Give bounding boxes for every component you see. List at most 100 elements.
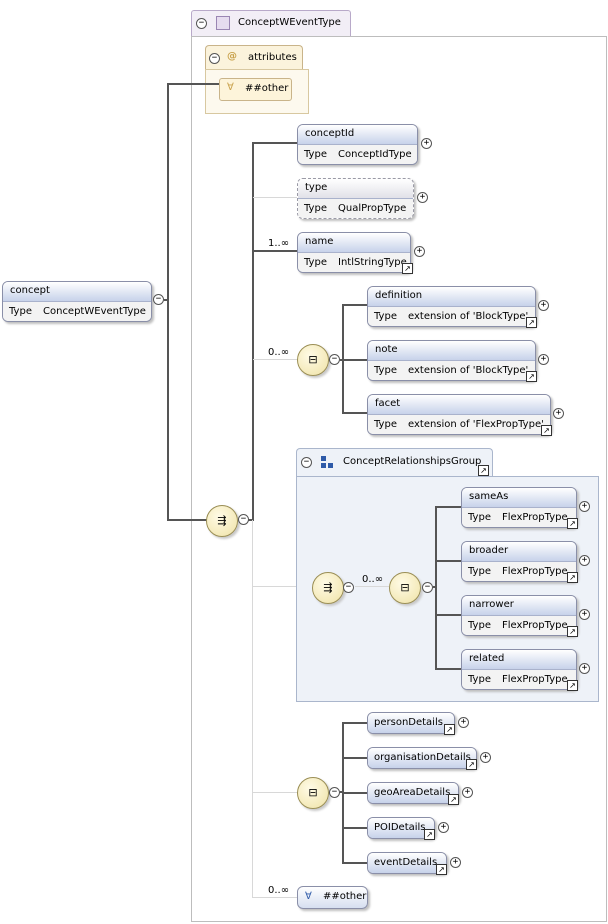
- element-name: facet: [368, 395, 550, 415]
- connector: [164, 299, 168, 301]
- type-value: extension of 'FlexPropType': [408, 419, 544, 430]
- sequence-icon[interactable]: ⇶: [206, 505, 238, 537]
- element-name: geoAreaDetails: [368, 783, 458, 803]
- reference-arrow-icon[interactable]: ↗: [424, 829, 435, 840]
- expand-icon[interactable]: +: [538, 354, 549, 365]
- reference-arrow-icon[interactable]: ↗: [567, 626, 578, 637]
- connector: [342, 792, 368, 794]
- reference-arrow-icon[interactable]: ↗: [567, 518, 578, 529]
- element-name: POIDetails: [368, 818, 434, 838]
- connector: [342, 412, 368, 414]
- connector: [342, 827, 368, 829]
- collapse-icon[interactable]: −: [422, 582, 433, 593]
- expand-icon[interactable]: +: [480, 752, 491, 763]
- type-label: Type: [468, 674, 491, 685]
- details-element-2[interactable]: geoAreaDetails: [367, 782, 459, 804]
- reference-arrow-icon[interactable]: ↗: [541, 425, 552, 436]
- element-name: note: [368, 341, 535, 361]
- details-element-1[interactable]: organisationDetails: [367, 747, 477, 769]
- collapse-icon[interactable]: −: [153, 294, 164, 305]
- element-name: name: [298, 233, 410, 253]
- type-value: FlexPropType: [502, 620, 568, 631]
- complex-type-tab[interactable]: − ConceptWEventType: [191, 10, 351, 36]
- type-value: extension of 'BlockType': [408, 311, 529, 322]
- any-attribute[interactable]: ∀ ##other: [219, 78, 292, 101]
- any-element[interactable]: ∀ ##other: [297, 886, 368, 909]
- expand-icon[interactable]: +: [579, 663, 590, 674]
- element-name: sameAs: [462, 488, 576, 508]
- type-value: FlexPropType: [502, 674, 568, 685]
- group-header[interactable]: − ConceptRelationshipsGroup ↗: [296, 448, 493, 477]
- element-name: concept: [3, 282, 151, 302]
- connector: [253, 359, 298, 360]
- details-element-4[interactable]: eventDetails: [367, 852, 447, 874]
- expand-icon[interactable]: +: [417, 192, 428, 203]
- collapse-icon[interactable]: −: [196, 18, 207, 29]
- expand-icon[interactable]: +: [438, 822, 449, 833]
- connector: [435, 668, 462, 670]
- type-label: Type: [468, 512, 491, 523]
- choice-icon[interactable]: ⊟: [389, 572, 421, 604]
- connector: [252, 250, 298, 252]
- collapse-icon[interactable]: −: [329, 787, 340, 798]
- reference-arrow-icon[interactable]: ↗: [402, 263, 413, 274]
- details-element-0[interactable]: personDetails: [367, 712, 455, 734]
- expand-icon[interactable]: +: [414, 246, 425, 257]
- collapse-icon[interactable]: −: [329, 354, 340, 365]
- complex-type-icon: [216, 16, 230, 30]
- reference-arrow-icon[interactable]: ↗: [526, 371, 537, 382]
- type-value: ConceptWEventType: [43, 306, 146, 317]
- choice-icon[interactable]: ⊟: [297, 344, 329, 376]
- reference-arrow-icon[interactable]: ↗: [526, 317, 537, 328]
- type-label: Type: [468, 620, 491, 631]
- reference-arrow-icon[interactable]: ↗: [567, 572, 578, 583]
- sequence-icon[interactable]: ⇶: [312, 572, 344, 604]
- connector: [248, 519, 254, 521]
- expand-icon[interactable]: +: [579, 609, 590, 620]
- collapse-icon[interactable]: −: [209, 53, 220, 64]
- connector: [435, 560, 462, 562]
- reference-arrow-icon[interactable]: ↗: [478, 465, 489, 476]
- connector: [252, 142, 298, 144]
- type-value: FlexPropType: [502, 512, 568, 523]
- reference-arrow-icon[interactable]: ↗: [448, 794, 459, 805]
- collapse-icon[interactable]: −: [343, 582, 354, 593]
- element-name: type: [298, 179, 413, 199]
- reference-arrow-icon[interactable]: ↗: [436, 864, 447, 875]
- reference-arrow-icon[interactable]: ↗: [466, 759, 477, 770]
- type-value: ConceptIdType: [338, 149, 412, 160]
- reference-arrow-icon[interactable]: ↗: [567, 680, 578, 691]
- details-element-3[interactable]: POIDetails: [367, 817, 435, 839]
- root-element-concept[interactable]: concept Type ConceptWEventType: [2, 281, 152, 322]
- reference-arrow-icon[interactable]: ↗: [444, 724, 455, 735]
- type-value: extension of 'BlockType': [408, 365, 529, 376]
- group-name: ConceptRelationshipsGroup: [343, 456, 482, 467]
- connector: [435, 506, 462, 508]
- expand-icon[interactable]: +: [579, 501, 590, 512]
- expand-icon[interactable]: +: [458, 717, 469, 728]
- expand-icon[interactable]: +: [579, 555, 590, 566]
- expand-icon[interactable]: +: [553, 408, 564, 419]
- type-label: Type: [9, 306, 32, 317]
- any-cardinality: 0..∞: [268, 885, 290, 896]
- collapse-icon[interactable]: −: [301, 457, 312, 468]
- expand-icon[interactable]: +: [450, 857, 461, 868]
- expand-icon[interactable]: +: [538, 300, 549, 311]
- expand-icon[interactable]: +: [462, 787, 473, 798]
- connector: [167, 83, 169, 521]
- attributes-header[interactable]: − @ attributes: [205, 45, 303, 70]
- choice-icon[interactable]: ⊟: [297, 777, 329, 809]
- connector: [342, 862, 368, 864]
- type-value: FlexPropType: [502, 566, 568, 577]
- expand-icon[interactable]: +: [421, 138, 432, 149]
